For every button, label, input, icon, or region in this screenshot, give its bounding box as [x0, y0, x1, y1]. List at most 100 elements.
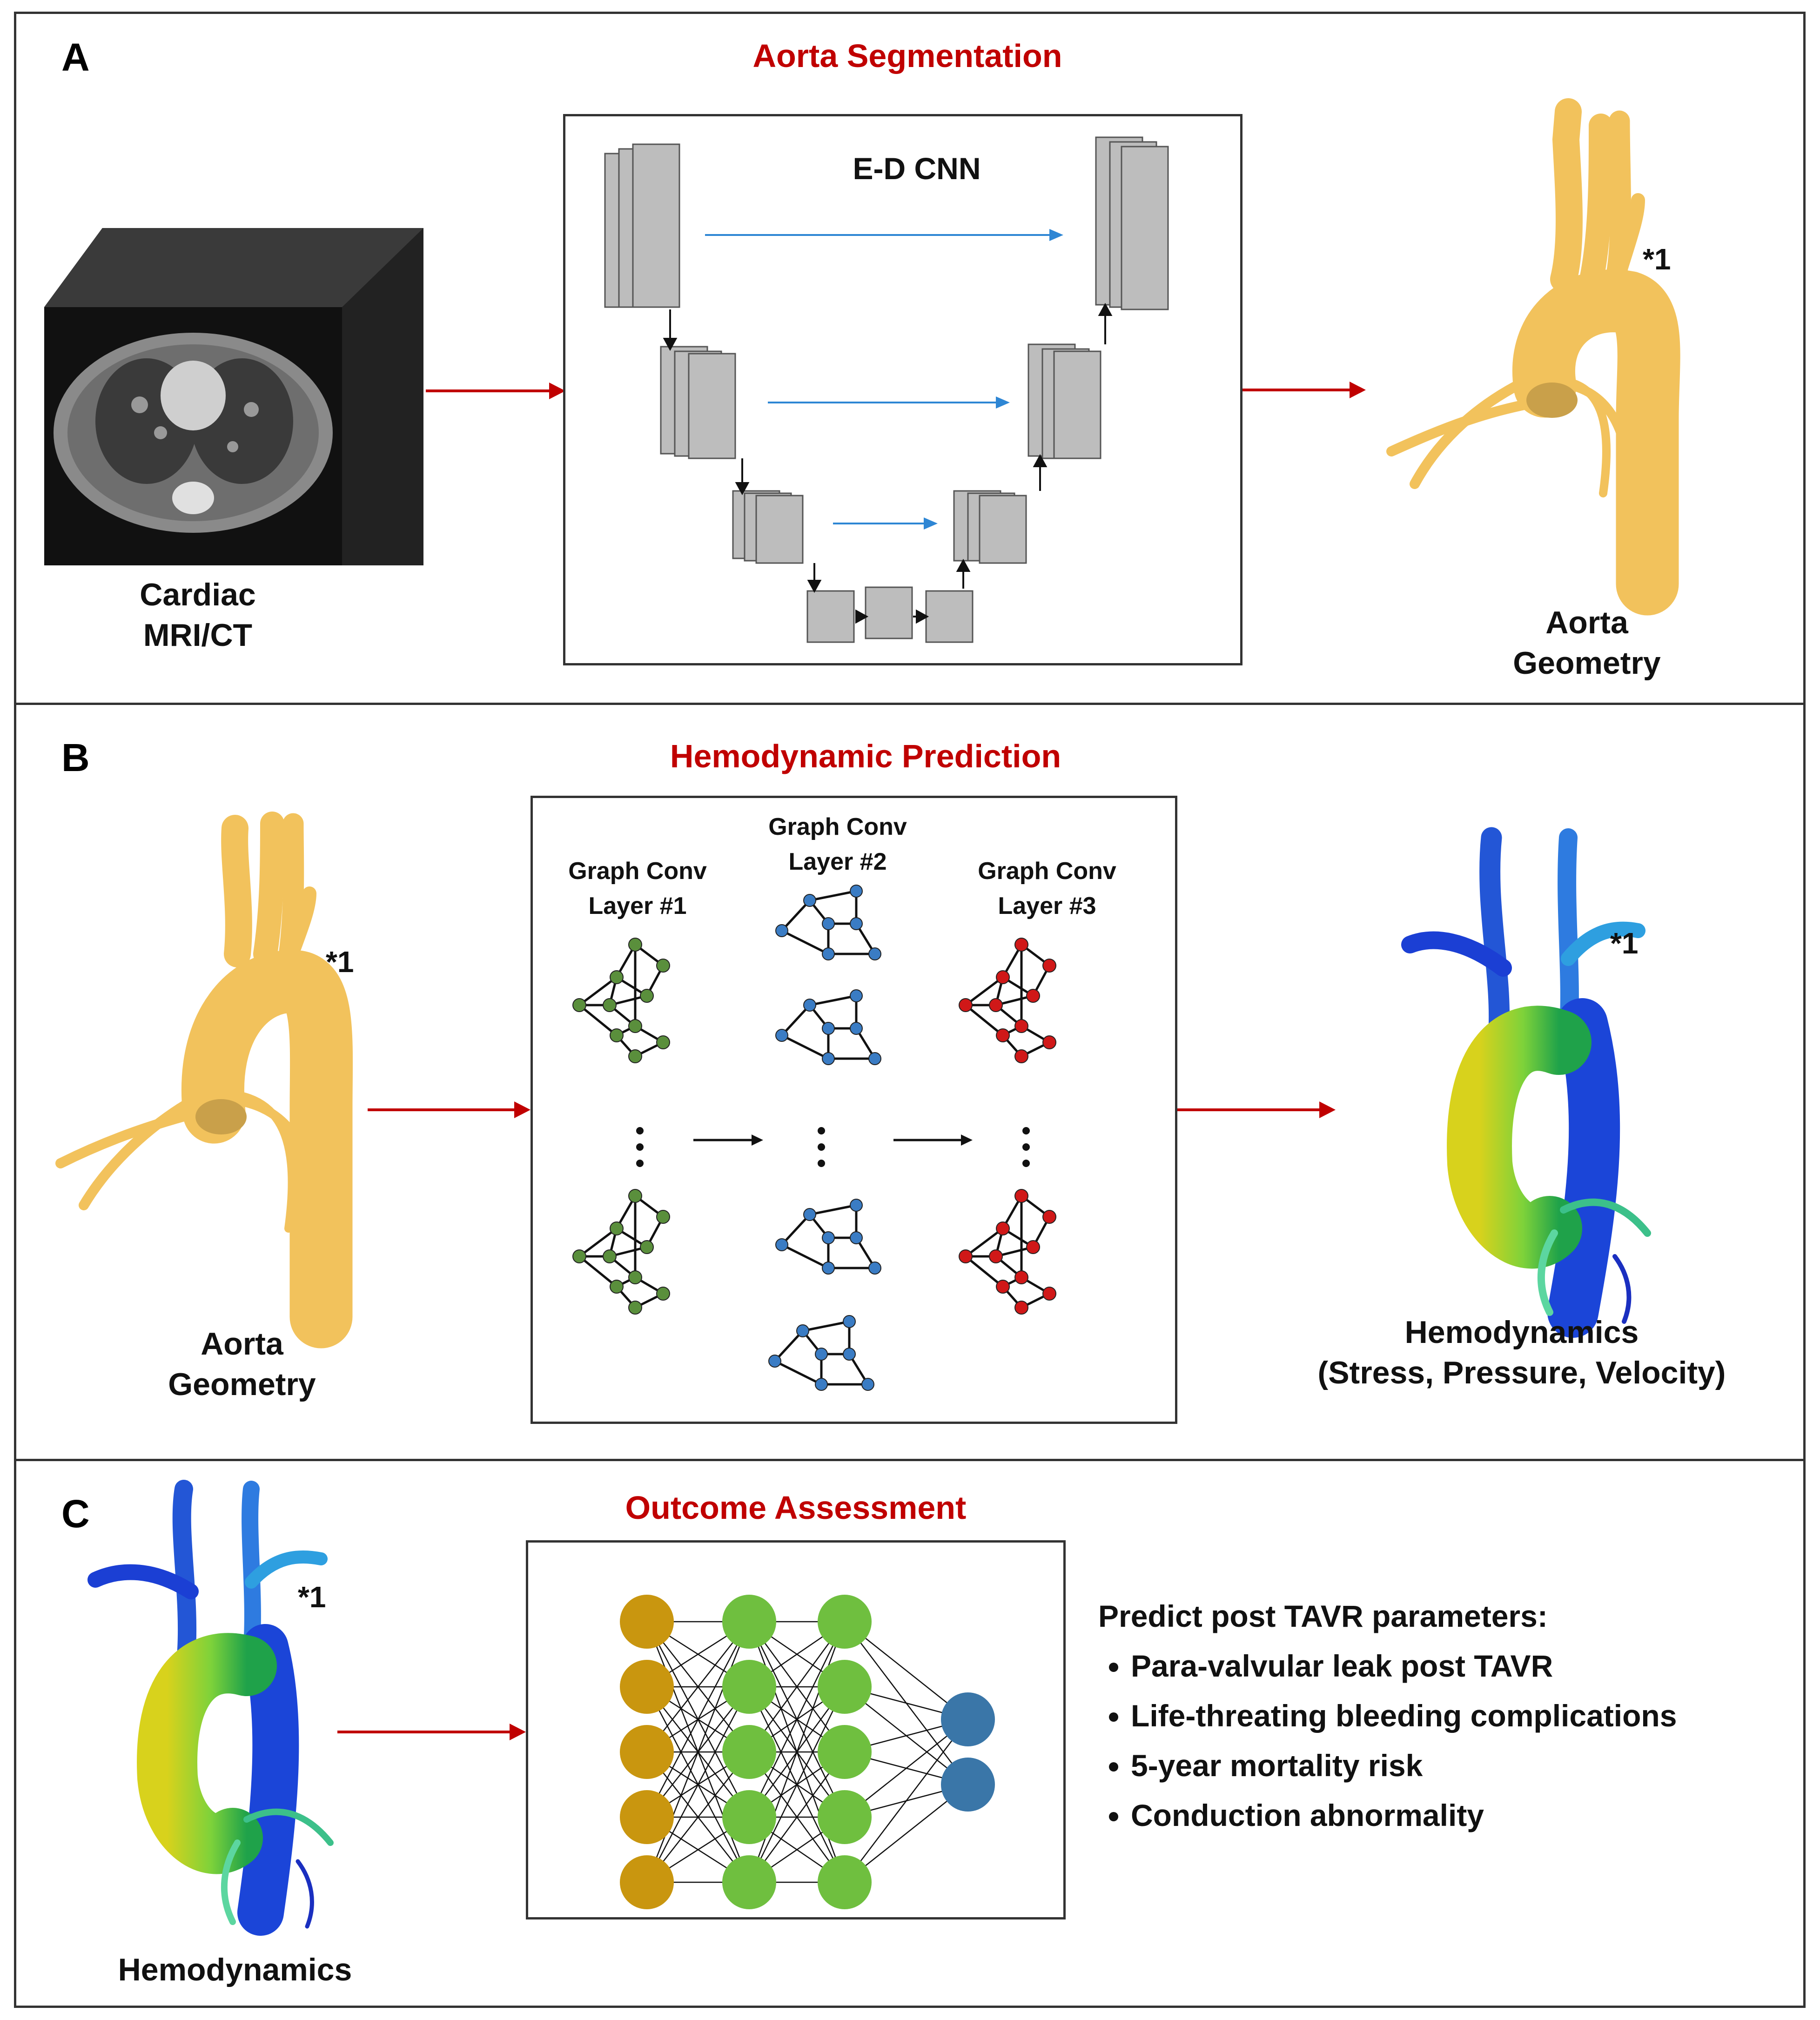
- graph-node: [850, 1231, 863, 1244]
- graph-edge: [809, 890, 857, 902]
- graph-node: [1026, 1240, 1040, 1254]
- graph-node: [989, 998, 1003, 1012]
- graph-node: [603, 1249, 617, 1263]
- graph-node: [989, 1249, 1003, 1263]
- nn-neuron: [620, 1790, 674, 1844]
- marker-a: *1: [1643, 242, 1671, 276]
- graph-node: [822, 947, 835, 960]
- graph-node: [803, 894, 816, 907]
- predictions-heading: Predict post TAVR parameters:: [1098, 1599, 1548, 1633]
- graph-node: [850, 885, 863, 898]
- ellipsis-dot: [818, 1160, 825, 1167]
- panel-a-title: Aorta Segmentation: [752, 38, 1062, 74]
- ellipsis-dot: [1022, 1143, 1030, 1151]
- graph-node: [850, 1199, 863, 1212]
- graph-node: [1014, 1270, 1028, 1284]
- graph-edge: [578, 1228, 618, 1257]
- graph-edge: [578, 976, 618, 1006]
- graph-node: [775, 1029, 788, 1042]
- hemodynamics-label-c: Hemodynamics: [118, 1952, 352, 1987]
- graph-node: [843, 1315, 856, 1328]
- graph-node: [640, 989, 654, 1003]
- graph-node: [843, 1348, 856, 1361]
- nn-neuron: [722, 1790, 776, 1844]
- nn-neuron: [620, 1660, 674, 1714]
- graph-node: [815, 1348, 828, 1361]
- graph-node: [603, 998, 617, 1012]
- graph-edge: [774, 1360, 822, 1386]
- prediction-item: Life-threating bleeding complications: [1131, 1691, 1796, 1741]
- graph-node: [822, 917, 835, 930]
- ellipsis-dot: [636, 1127, 644, 1134]
- graph-node: [610, 1028, 624, 1042]
- graph-edge: [781, 1004, 811, 1036]
- graph-node: [1042, 1210, 1056, 1224]
- nn-neuron: [722, 1595, 776, 1649]
- graph-edge: [774, 1330, 804, 1362]
- graph-node: [656, 1035, 670, 1049]
- graph-layer-2-label: Graph Conv Layer #2: [768, 813, 907, 876]
- graph-node: [822, 1052, 835, 1065]
- graph-edge: [809, 1204, 857, 1216]
- graph-node: [775, 924, 788, 937]
- nn-neuron: [818, 1595, 872, 1649]
- graph-node: [1014, 1189, 1028, 1203]
- graph-node: [656, 1210, 670, 1224]
- graph-node: [850, 1022, 863, 1035]
- graph-edge: [781, 1214, 811, 1246]
- nn-neuron: [941, 1692, 995, 1746]
- ed-cnn-label: E-D CNN: [853, 151, 981, 186]
- prediction-item: Conduction abnormality: [1131, 1791, 1796, 1840]
- graph-node: [1026, 989, 1040, 1003]
- marker-b-out: *1: [1610, 926, 1639, 960]
- nn-connection: [646, 1621, 750, 1818]
- ellipsis-dot: [818, 1127, 825, 1134]
- hemodynamics-label-b: Hemodynamics (Stress, Pressure, Velocity…: [1317, 1315, 1726, 1391]
- graph-node: [572, 1249, 586, 1263]
- nn-neuron: [722, 1660, 776, 1714]
- graph-node: [775, 1238, 788, 1251]
- graph-node: [996, 1280, 1010, 1294]
- graph-edge: [578, 1255, 618, 1288]
- nn-neuron: [620, 1595, 674, 1649]
- graph-node: [656, 959, 670, 973]
- ct-input-label: Cardiac MRI/CT: [140, 577, 256, 653]
- graph-edge: [781, 929, 829, 955]
- graph-node: [996, 1221, 1010, 1235]
- panel-a-letter: A: [61, 35, 90, 79]
- graph-node: [822, 1262, 835, 1275]
- graph-edge: [802, 1320, 850, 1332]
- graph-node: [1042, 1287, 1056, 1301]
- graph-edge: [965, 1255, 1004, 1288]
- graph-layer-1-label: Graph Conv Layer #1: [568, 858, 707, 920]
- nn-connection: [844, 1719, 968, 1883]
- graph-node: [796, 1324, 809, 1337]
- panel-c-title: Outcome Assessment: [625, 1490, 967, 1526]
- nn-neuron: [818, 1790, 872, 1844]
- graph-node: [656, 1287, 670, 1301]
- graph-node: [628, 1189, 642, 1203]
- graph-edge: [809, 994, 857, 1007]
- graph-node: [850, 989, 863, 1002]
- nn-neuron: [818, 1725, 872, 1779]
- graph-layer-3-label: Graph Conv Layer #3: [978, 858, 1116, 920]
- marker-b-in: *1: [326, 945, 354, 979]
- graph-edge: [965, 1004, 1004, 1036]
- nn-connection: [748, 1686, 846, 1883]
- nn-connection: [646, 1752, 750, 1883]
- layer-arrow-head: [961, 1134, 973, 1146]
- graph-edge: [781, 1243, 829, 1269]
- graph-block: [775, 989, 881, 1065]
- graph-block: [572, 1189, 670, 1315]
- graph-edge: [965, 1228, 1004, 1257]
- graph-node: [850, 917, 863, 930]
- graph-block: [775, 885, 881, 960]
- ellipsis-dot: [636, 1160, 644, 1167]
- prediction-item: Para-valvular leak post TAVR: [1131, 1641, 1796, 1691]
- graph-block: [768, 1315, 874, 1391]
